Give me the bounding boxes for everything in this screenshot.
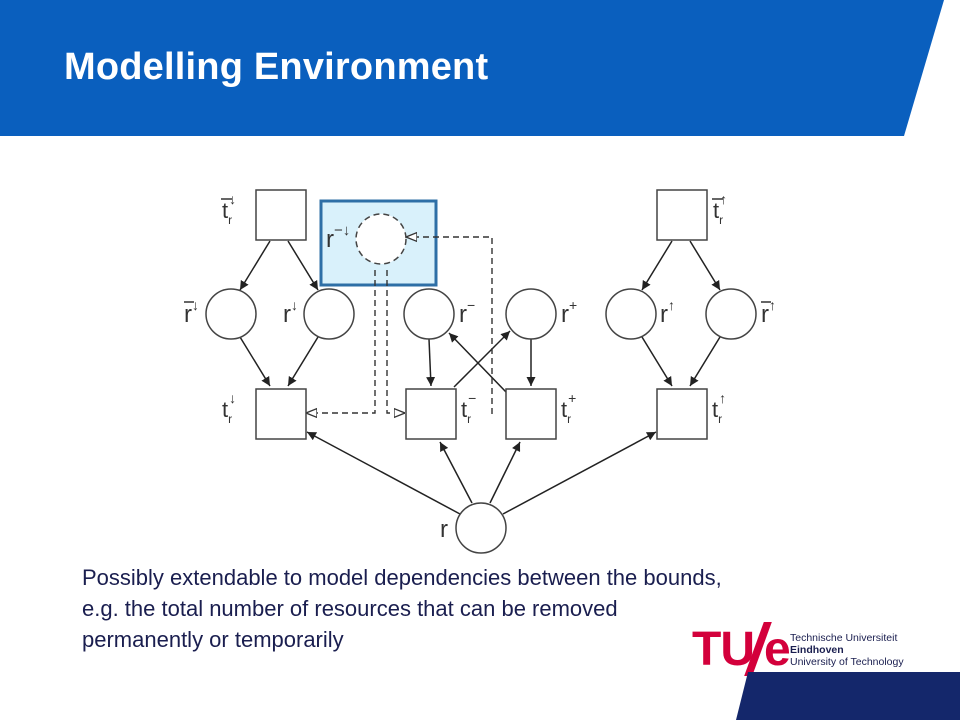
place-rbar-up	[705, 288, 757, 340]
transition-tbar-down	[255, 189, 307, 241]
arc-rup-to-tup	[641, 336, 673, 387]
footer-band	[736, 672, 960, 720]
arc-tplus-to-rminus	[448, 332, 507, 393]
label-rbar-up: r↑	[761, 297, 776, 328]
logo-line-3: University of Technology	[790, 656, 904, 668]
transition-tbar-up	[656, 189, 708, 241]
arc-rbardown-to-tdown	[239, 336, 271, 387]
label-t-plus: tr+	[561, 390, 576, 426]
place-r-minus-down	[355, 213, 407, 265]
label-r-minus: r−	[459, 297, 475, 328]
arc-r-to-tup	[502, 431, 657, 515]
header-band-shape	[0, 0, 944, 136]
arc-tbardown-to-rdown	[287, 240, 319, 291]
label-r-plus: r+	[561, 297, 577, 328]
logo-line-1: Technische Universiteit	[790, 632, 898, 644]
slide-title: Modelling Environment	[64, 46, 489, 88]
arc-tbarup-to-rbarup	[689, 240, 721, 291]
arc-tminus-to-rplus	[453, 330, 511, 388]
label-t-down: tr↓	[222, 390, 236, 426]
label-r-up: r↑	[660, 297, 675, 328]
arc-tbarup-to-rup	[641, 240, 673, 291]
label-tbar-up: tr↑	[713, 191, 727, 227]
transition-t-up	[656, 388, 708, 440]
label-r-minus-down: r−↓	[326, 222, 350, 253]
label-tbar-down: tr↓	[222, 191, 236, 227]
place-rbar-down	[205, 288, 257, 340]
arc-rminus-to-tminus	[426, 338, 436, 387]
dashed-arc-to-tdown	[306, 270, 376, 413]
transition-t-plus	[505, 388, 557, 440]
label-r: r	[440, 516, 448, 543]
places	[205, 213, 757, 554]
header-band	[0, 0, 944, 136]
label-rbar-down: r↓	[184, 297, 199, 328]
label-r-down: r↓	[283, 297, 298, 328]
arc-rdown-to-tdown	[287, 336, 319, 387]
arc-rbarup-to-tup	[689, 336, 721, 387]
dashed-arc-to-rminusdown	[406, 237, 493, 414]
logo-line-2: Eindhoven	[790, 644, 844, 656]
dashed-arc-to-tminus	[386, 270, 405, 413]
body-text: Possibly extendable to model dependencie…	[82, 565, 722, 652]
logo-e: e	[764, 623, 791, 676]
place-r-down	[303, 288, 355, 340]
label-t-up: tr↑	[712, 390, 726, 426]
dashed-arcs	[306, 237, 493, 414]
arc-r-to-tplus	[489, 441, 521, 504]
arc-r-to-tminus	[439, 441, 473, 504]
tue-logo: TU e Technische Universiteit Eindhoven U…	[692, 622, 932, 682]
place-r-up	[605, 288, 657, 340]
place-r-plus	[505, 288, 557, 340]
footer-band-shape	[736, 672, 960, 720]
arc-tbardown-to-rbardown	[239, 240, 271, 291]
transition-t-minus	[405, 388, 457, 440]
place-r-minus	[403, 288, 455, 340]
transition-t-down	[255, 388, 307, 440]
arc-r-to-tdown	[306, 431, 461, 515]
place-r	[455, 502, 507, 554]
label-t-minus: tr−	[461, 390, 476, 426]
node-labels: tr↓ tr↑ r−↓ r↓ r↓ r− r+ r↑ r↑ tr↓ tr− tr…	[184, 191, 776, 543]
logo-tu: TU	[692, 623, 755, 676]
arcs	[239, 240, 721, 515]
transitions	[255, 189, 708, 440]
